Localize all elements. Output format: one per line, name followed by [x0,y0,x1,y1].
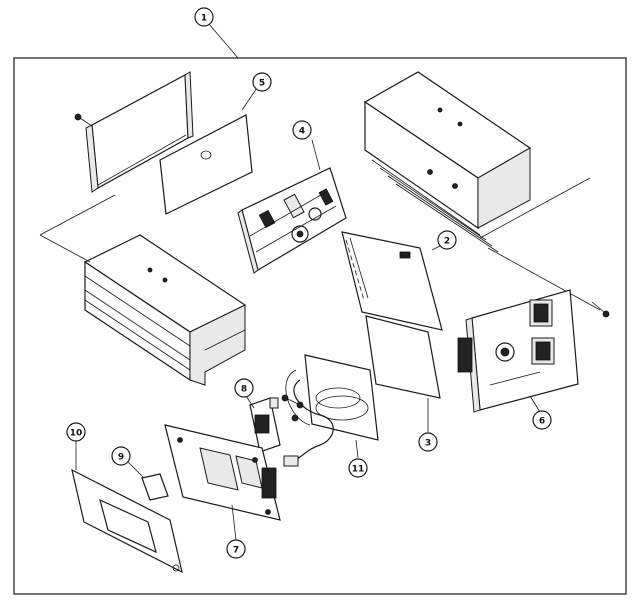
svg-text:8: 8 [241,385,247,395]
callout-11: 11 [348,458,368,478]
front-panel-assembly [457,289,610,413]
screw-head [602,310,610,318]
svg-text:10: 10 [70,429,83,439]
callout-9: 9 [111,446,131,466]
heat-sink-lower [83,234,247,386]
assembly-frame [13,57,627,595]
screw [79,117,93,127]
svg-text:9: 9 [118,453,124,463]
wiring-harness [283,354,379,467]
callout-7: 7 [226,539,246,559]
label-plate [127,461,169,501]
callout-2: 2 [437,230,457,250]
heat-sink-upper [363,71,532,253]
gasket-plate [159,87,258,215]
insulator-sheet [365,315,441,432]
callout-8: 8 [234,378,254,398]
circuit-board-plate [341,231,443,331]
svg-text:11: 11 [352,465,365,475]
control-circuit-board [237,139,347,274]
screws-cluster [281,394,304,422]
alignment-lines [39,177,601,311]
svg-text:5: 5 [259,79,265,89]
svg-text:7: 7 [233,546,239,556]
callout-3: 3 [418,432,438,452]
svg-text:6: 6 [539,417,545,427]
relay-bracket [245,395,281,453]
callout-5: 5 [252,72,272,92]
chassis-base-plate [164,424,281,541]
end-cover-bracket [74,71,194,193]
screw-head [74,113,82,121]
svg-text:1: 1 [201,14,207,24]
svg-text:4: 4 [299,127,305,137]
callout-4: 4 [292,120,312,140]
screw [591,301,605,313]
callout-10: 10 [66,422,86,442]
faceplate [71,440,183,574]
callout-1: 1 [194,7,239,59]
svg-text:3: 3 [425,439,431,449]
callout-6: 6 [532,410,552,430]
svg-text:2: 2 [444,237,450,247]
